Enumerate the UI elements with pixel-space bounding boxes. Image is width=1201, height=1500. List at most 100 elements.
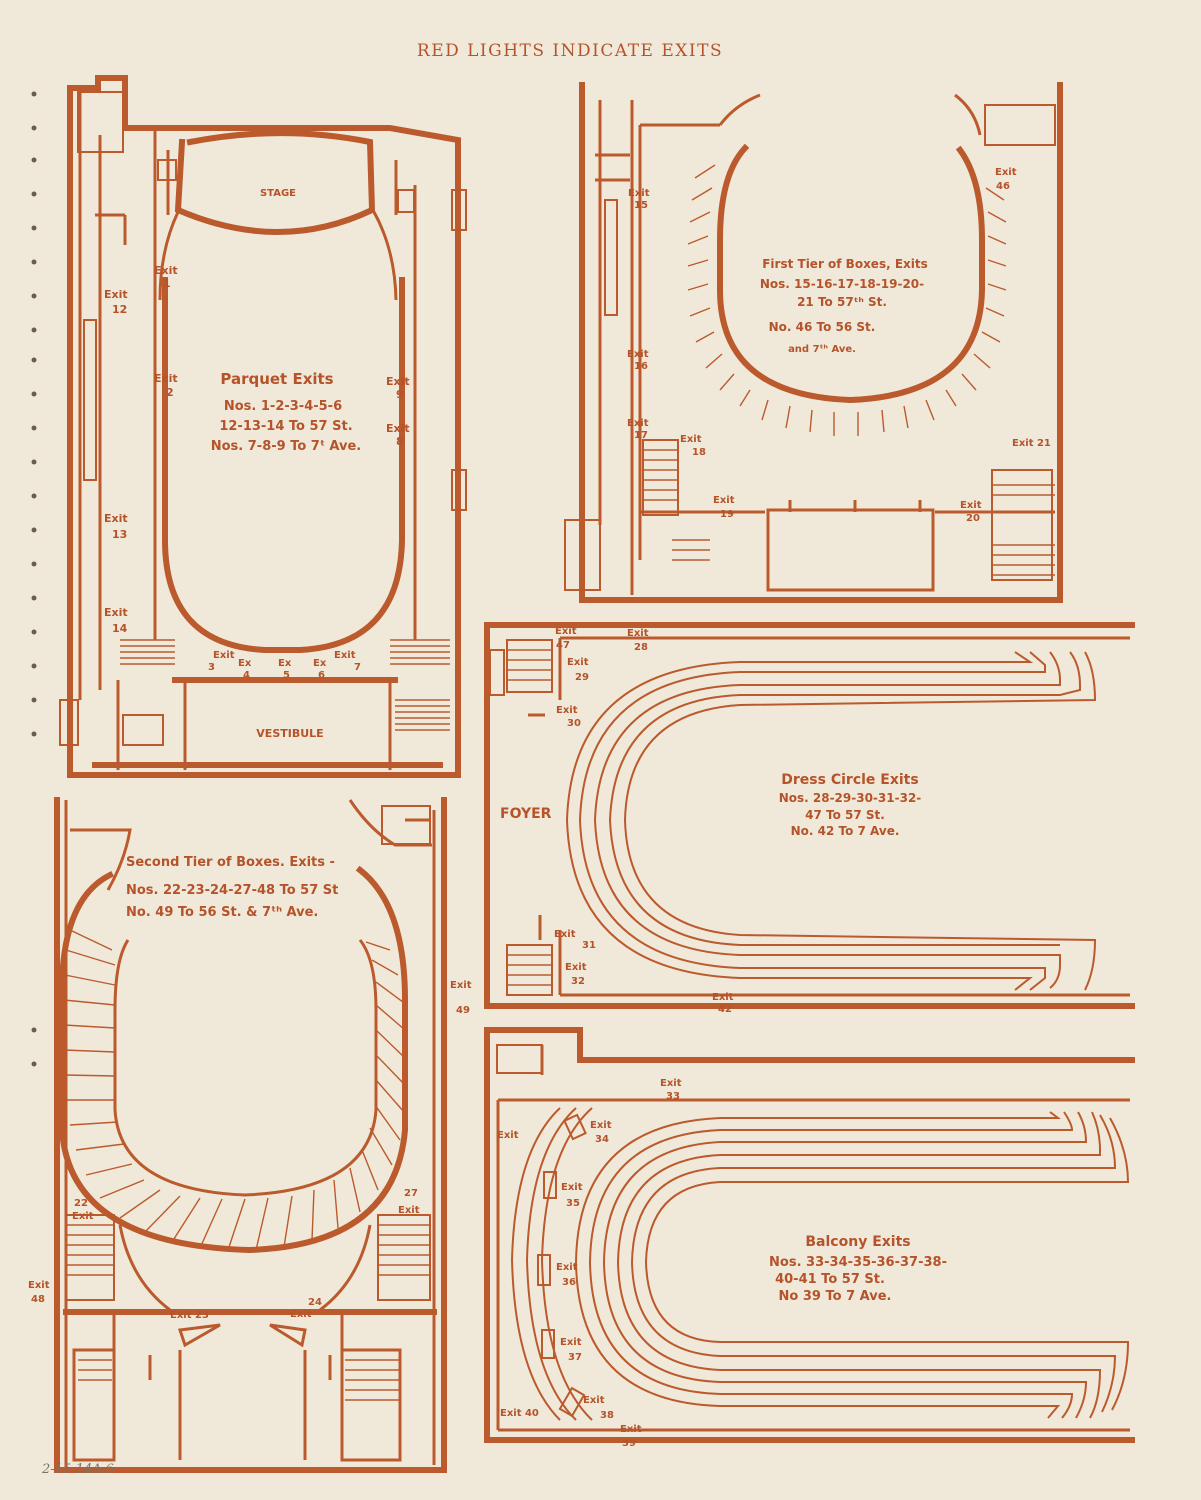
exit-29-word: Exit [567,657,589,668]
exit-32-word: Exit [565,962,587,973]
dress-circle-line-3: No. 42 To 7 Ave. [791,824,900,838]
exit-39-number: 39 [622,1438,636,1449]
second-tier-plan: Second Tier of Boxes. Exits - Nos. 22-23… [28,797,472,1473]
balcony-rows [510,1107,1130,1421]
exit-30-number: 30 [567,718,581,729]
exit-9-number: 9 [396,388,404,401]
exit-29-number: 29 [575,672,589,683]
exit-8-word: Exit [386,422,410,435]
exit-9-word: Exit [386,375,410,388]
exit-3-number: 3 [208,662,215,673]
exit-39-word: Exit [620,1424,642,1435]
exit-30-word: Exit [556,705,578,716]
exit-47-number: 47 [556,640,570,651]
exit-33-number: 33 [666,1091,680,1102]
first-tier-line-3: No. 46 To 56 St. [769,320,876,334]
exit-49-word: Exit [450,980,472,991]
exit-28-word: Exit [627,628,649,639]
exit-37-word: Exit [560,1337,582,1348]
exit-24-word: Exit [290,1309,312,1320]
exit-37-number: 37 [568,1352,582,1363]
exit-31-word: Exit [554,929,576,940]
balcony-exit-doors [537,1113,587,1418]
exit-1-number: 1 [163,277,171,290]
exit-35-number: 35 [566,1198,580,1209]
exit-13-number: 13 [112,528,127,541]
stage-label: STAGE [260,188,296,199]
exit-40-label: Exit 40 [500,1408,539,1419]
page-header: RED LIGHTS INDICATE EXITS [417,41,723,61]
exit-42-number: 42 [718,1004,732,1015]
exit-33-word: Exit [660,1078,682,1089]
exit-16-number: 16 [634,361,648,372]
exit-14-number: 14 [112,622,128,635]
parquet-line-1: Nos. 1-2-3-4-5-6 [224,399,342,414]
exit-46-number: 46 [996,181,1010,192]
balcony-plan: Balcony Exits Nos. 33-34-35-36-37-38- 40… [484,1027,1135,1449]
exit-4-word: Ex [238,658,252,669]
exit-1-word: Exit [154,264,178,277]
exit-36-number: 36 [562,1277,576,1288]
exit-38-word: Exit [583,1395,605,1406]
exit-48-word: Exit [28,1280,50,1291]
parquet-line-2: 12-13-14 To 57 St. [219,419,352,434]
dress-circle-title: Dress Circle Exits [781,772,918,788]
exit-5-word: Ex [278,658,292,669]
second-tier-line-2: No. 49 To 56 St. & 7ᵗʰ Ave. [126,905,318,920]
exit-13-word: Exit [104,512,128,525]
exit-22-number: 22 [74,1198,88,1209]
second-tier-title: Second Tier of Boxes. Exits - [126,855,335,870]
exit-6-word: Ex [313,658,327,669]
exit-18-number: 18 [692,447,706,458]
exit-27-number: 27 [404,1188,418,1199]
exit-5-number: 5 [283,670,290,681]
balcony-line-2: 40-41 To 57 St. [775,1272,885,1287]
exit-28-number: 28 [634,642,648,653]
exit-20-word: Exit [960,500,982,511]
exit-3-word: Exit [213,650,235,661]
balcony-line-1: Nos. 33-34-35-36-37-38- [769,1255,947,1270]
exit-4-number: 4 [243,670,250,681]
first-tier-line-4: and 7ᵗʰ Ave. [788,344,856,355]
exit-47-word: Exit [555,626,577,637]
first-tier-boxes [687,164,1007,436]
exit-16-word: Exit [627,349,649,360]
exit-6-number: 6 [318,670,325,681]
exit-12-word: Exit [104,288,128,301]
second-tier-boxes [63,929,406,1251]
exit-36-word: Exit [556,1262,578,1273]
exit-18-word: Exit [680,434,702,445]
exit-22-word: Exit [72,1211,94,1222]
exit-46-word: Exit [995,167,1017,178]
dress-circle-plan: FOYER Dress Circle Exits Nos. 28-29-30-3… [484,622,1135,1015]
first-tier-plan: First Tier of Boxes, Exits Nos. 15-16-17… [564,82,1063,603]
binding-holes [31,91,37,1067]
exit-49-number: 49 [456,1005,470,1016]
exit-34-number: 34 [595,1134,609,1145]
exit-19-number: 19 [720,509,734,520]
second-tier-line-1: Nos. 22-23-24-27-48 To 57 St [126,883,338,898]
exit-8-number: 8 [396,435,404,448]
balcony-line-3: No 39 To 7 Ave. [779,1289,892,1304]
archive-note: 2-15-14A.6 [41,1462,114,1477]
exit-19-word: Exit [713,495,735,506]
balcony-left-exit-word: Exit [497,1130,519,1141]
exit-17-number: 17 [634,430,648,441]
exit-48-number: 48 [31,1294,45,1305]
exit-27-word: Exit [398,1205,420,1216]
parquet-title: Parquet Exits [220,370,333,388]
exit-17-word: Exit [627,418,649,429]
dress-circle-line-1: Nos. 28-29-30-31-32- [779,791,922,805]
first-tier-title: First Tier of Boxes, Exits [762,257,928,271]
first-tier-line-1: Nos. 15-16-17-18-19-20- [760,277,924,291]
exit-31-number: 31 [582,940,596,951]
exit-15-number: 15 [634,200,648,211]
exit-21-label: Exit 21 [1012,438,1051,449]
parquet-plan: STAGE VESTIBULE Parquet Exits Nos. 1-2-3… [59,75,467,778]
exit-42-word: Exit [712,992,734,1003]
vestibule-label: VESTIBULE [256,727,323,740]
dress-circle-line-2: 47 To 57 St. [805,808,885,822]
exit-38-number: 38 [600,1410,614,1421]
